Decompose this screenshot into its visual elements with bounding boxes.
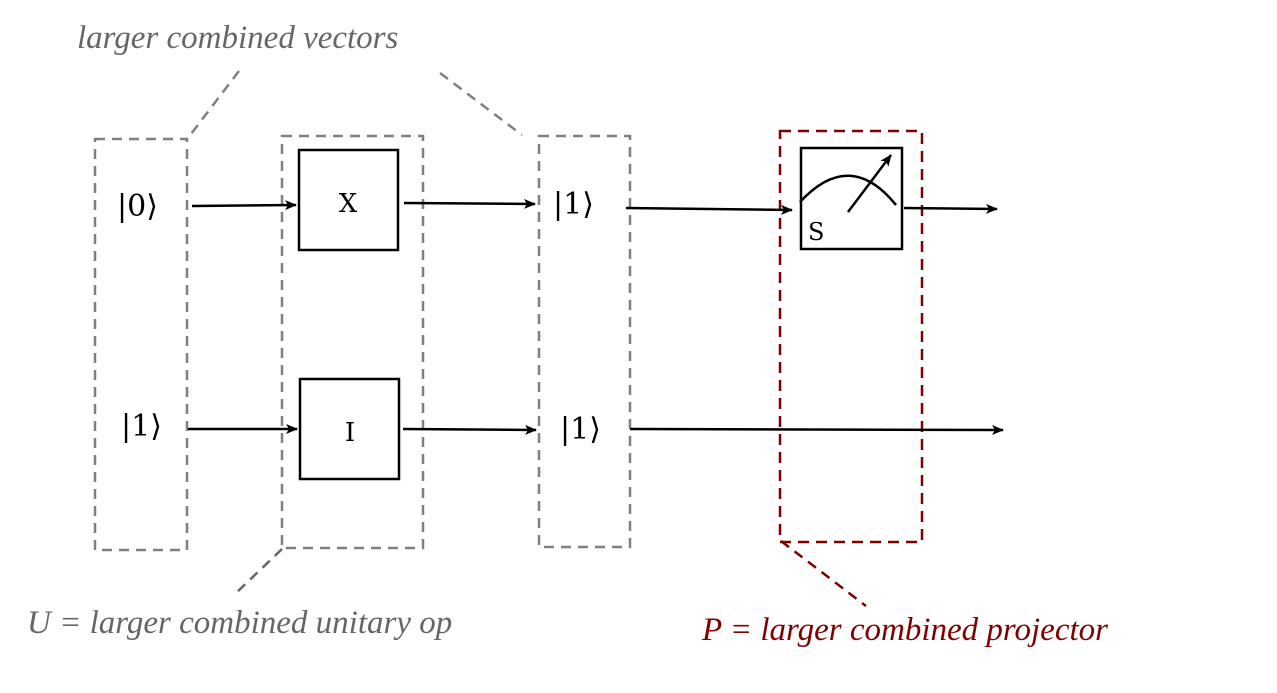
- input-state-1: |1⟩: [121, 409, 162, 444]
- projector-annotation: P = larger combined projector: [701, 612, 1108, 648]
- gate-x-label: X: [339, 189, 358, 219]
- vectors-annotation: larger combined vectors: [77, 20, 398, 56]
- projector-leader: [780, 540, 867, 607]
- wire-0-x-to-output: [403, 198, 536, 209]
- output-state-1: |1⟩: [560, 412, 601, 447]
- unitary-leader: [234, 548, 283, 595]
- gate-i-label: I: [345, 418, 355, 448]
- output-state-0: |1⟩: [553, 187, 594, 222]
- output-vectors-box: [537, 134, 632, 549]
- wire-0-measure-out: [903, 203, 998, 214]
- gate-x-box: [297, 148, 400, 252]
- wire-0-input-to-x: [191, 200, 297, 211]
- unitary-annotation: U = larger combined unitary op: [27, 605, 452, 641]
- input-state-0: |0⟩: [117, 189, 158, 224]
- input-vectors-box: [93, 137, 189, 552]
- measurement-label: S: [808, 218, 824, 246]
- vectors-leader-left: [187, 70, 240, 139]
- projector-box: [778, 129, 924, 544]
- meter-dial-icon: [799, 174, 897, 206]
- meter-needle-icon: [847, 154, 892, 213]
- vectors-leader-right: [439, 72, 523, 136]
- wire-1-output-out: [629, 424, 1004, 435]
- unitary-op-box: [280, 134, 425, 550]
- wire-1-i-to-output: [402, 424, 537, 435]
- gate-i-box: [298, 377, 401, 481]
- wire-0-output-to-measure: [625, 204, 793, 215]
